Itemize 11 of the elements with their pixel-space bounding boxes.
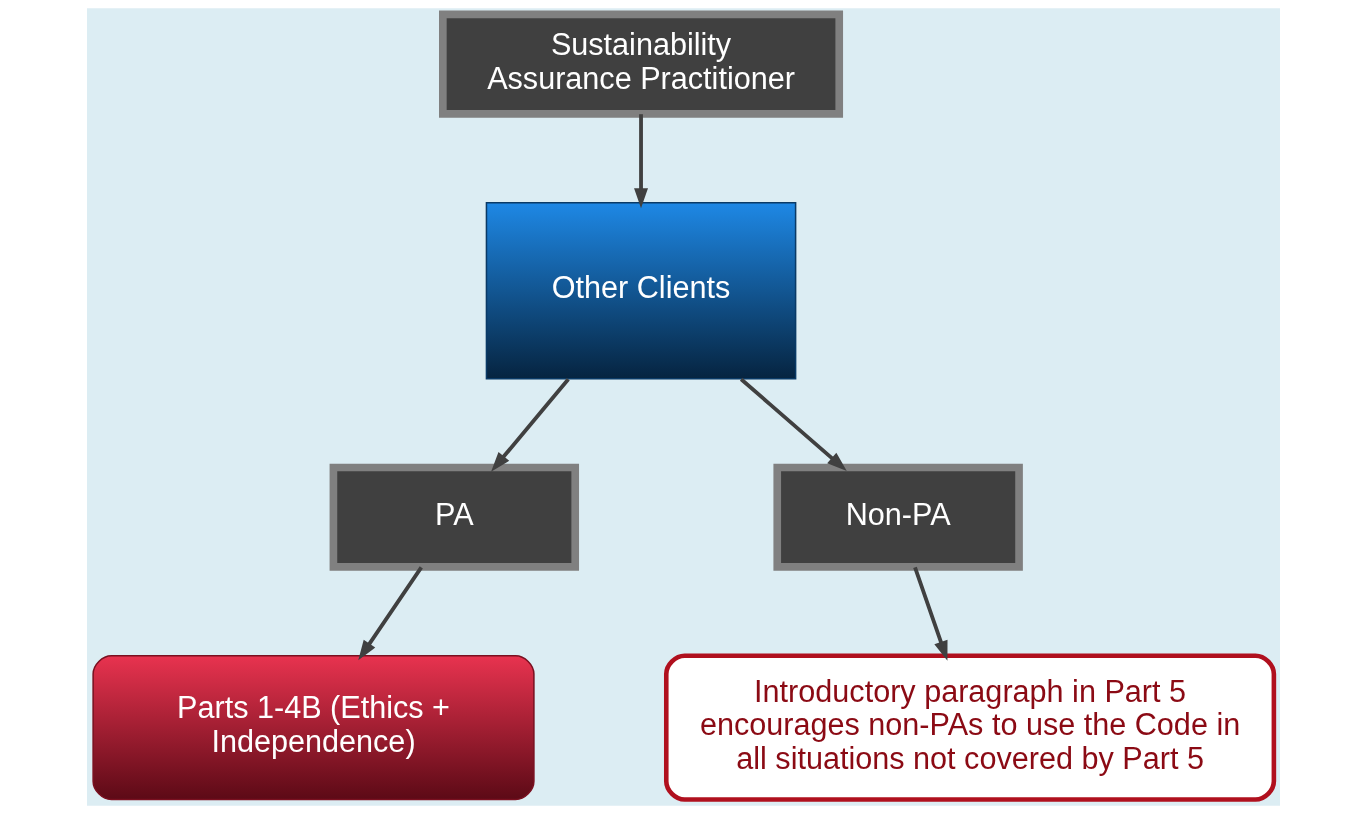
node-box: PA	[329, 463, 580, 571]
arrow	[491, 378, 570, 472]
arrow	[913, 566, 948, 661]
node-box: Parts 1-4B (Ethics + Independence)	[92, 654, 535, 801]
node-box: Other Clients	[485, 201, 797, 380]
arrow	[634, 114, 648, 209]
node-box: Non-PA	[773, 463, 1023, 571]
node-box: Sustainability Assurance Practitioner	[439, 10, 844, 118]
arrow	[358, 566, 423, 661]
arrow	[739, 377, 847, 472]
node-box: Introductory paragraph in Part 5 encourages non-PAs to use the Code in all situations not covered by Part 5	[664, 653, 1277, 802]
